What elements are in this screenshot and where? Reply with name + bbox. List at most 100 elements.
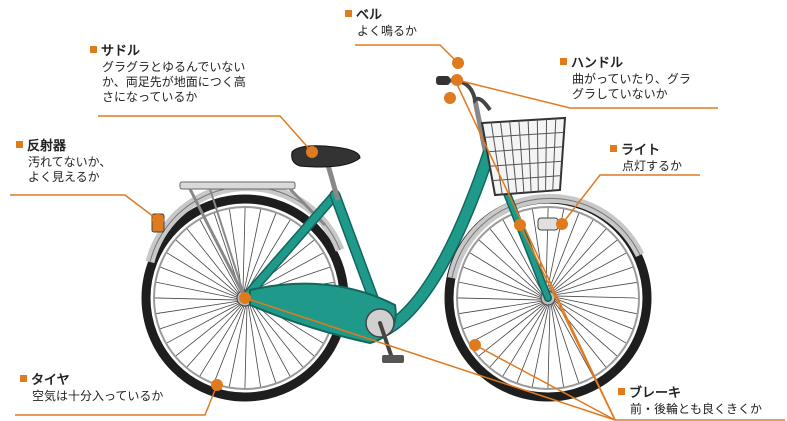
bullet-square-icon (16, 141, 23, 148)
handle-dot-2 (444, 92, 456, 104)
saddle-title: サドル (101, 44, 141, 59)
spoke (156, 300, 240, 314)
spoke (160, 301, 241, 330)
basket-wire (527, 120, 532, 193)
saddle (291, 145, 361, 201)
bell-callout: ベル よく鳴るか (345, 8, 417, 39)
spoke (469, 302, 545, 344)
spoke (502, 219, 544, 295)
saddle-dot (306, 146, 318, 158)
light-callout: ライト 点灯するか (610, 143, 682, 174)
spoke (553, 299, 618, 357)
brake-dot (469, 339, 481, 351)
spoke (551, 252, 627, 294)
spoke (166, 302, 242, 344)
basket-wire (492, 175, 562, 182)
spoke (489, 228, 544, 296)
spoke (160, 266, 240, 299)
handle-callout: ハンドル 曲がっていたり、グラ グラしていないか (560, 56, 691, 102)
spoke (469, 252, 543, 298)
handle-dot (451, 74, 463, 86)
spoke (249, 301, 291, 377)
spoke (548, 219, 594, 293)
spoke (459, 281, 543, 300)
spoke (175, 239, 240, 297)
spoke (186, 303, 244, 368)
reflector-desc: 汚れてないか、 よく見えるか (28, 155, 112, 184)
spoke (550, 303, 564, 387)
basket (480, 116, 567, 197)
reflector-dot (152, 214, 164, 226)
light-dot (556, 218, 568, 230)
bullet-square-icon (90, 46, 97, 53)
spoke (228, 303, 247, 387)
spoke (550, 239, 618, 294)
spoke (247, 303, 261, 387)
leader-lines (10, 44, 785, 421)
bullet-square-icon (610, 145, 617, 152)
spoke (463, 301, 544, 330)
spoke (516, 303, 549, 383)
leader-dots (152, 57, 568, 391)
basket-wire (518, 120, 525, 193)
basket-wire (536, 119, 539, 192)
spoke (156, 281, 240, 300)
spoke (175, 302, 243, 357)
spoke (553, 298, 627, 344)
basket-wire (552, 118, 557, 191)
tire-dot (211, 379, 223, 391)
spoke (199, 303, 245, 377)
spoke (553, 297, 633, 330)
spoke (242, 207, 246, 293)
spoke (553, 282, 637, 296)
spoke (249, 300, 304, 368)
spoke (531, 303, 550, 387)
spoke (154, 297, 240, 301)
bullet-square-icon (618, 388, 625, 395)
basket-wire (484, 131, 565, 138)
spoke (243, 209, 262, 293)
bell-desc: よく鳴るか (357, 24, 418, 38)
spoke (245, 219, 291, 293)
brake-title: ブレーキ (629, 386, 682, 401)
spoke (551, 302, 580, 383)
front-light (537, 217, 559, 231)
light-title: ライト (621, 143, 661, 158)
basket-wire (490, 122, 503, 195)
handle-title: ハンドル (571, 56, 624, 71)
basket-wire (509, 121, 518, 194)
spoke (248, 302, 277, 383)
front-fender (447, 193, 645, 279)
spoke (166, 252, 240, 298)
bullet-square-icon (20, 375, 27, 382)
spoke (478, 302, 546, 357)
spoke (457, 297, 543, 301)
spoke (244, 213, 277, 293)
spoke (478, 239, 543, 297)
spoke (463, 266, 543, 299)
brake-callout: ブレーキ 前・後輪とも良くきくか (618, 386, 762, 417)
spoke (552, 301, 594, 377)
spoke (547, 213, 580, 293)
basket-wire (545, 119, 548, 192)
spoke (244, 303, 248, 389)
reflector-title: 反射器 (27, 139, 67, 154)
bullet-square-icon (345, 10, 352, 17)
spoke (186, 228, 241, 296)
spoke (502, 303, 548, 377)
brake-desc: 前・後輪とも良くきくか (630, 402, 763, 416)
spoke (213, 303, 246, 383)
spoke (552, 266, 633, 295)
tire-desc: 空気は十分入っているか (32, 389, 164, 403)
spoke (459, 300, 543, 314)
basket-wire (489, 160, 563, 167)
saddle-callout: サドル グラグラとゆるんでいない か、両足先が地面につく高 さになっているか (90, 44, 246, 105)
bullet-square-icon (560, 58, 567, 65)
handle-desc: 曲がっていたり、グラ グラしていないか (572, 72, 691, 101)
spoke (553, 295, 639, 299)
spoke (547, 303, 551, 389)
bell-dot (452, 57, 464, 69)
tire-callout: タイヤ 空気は十分入っているか (20, 373, 163, 404)
